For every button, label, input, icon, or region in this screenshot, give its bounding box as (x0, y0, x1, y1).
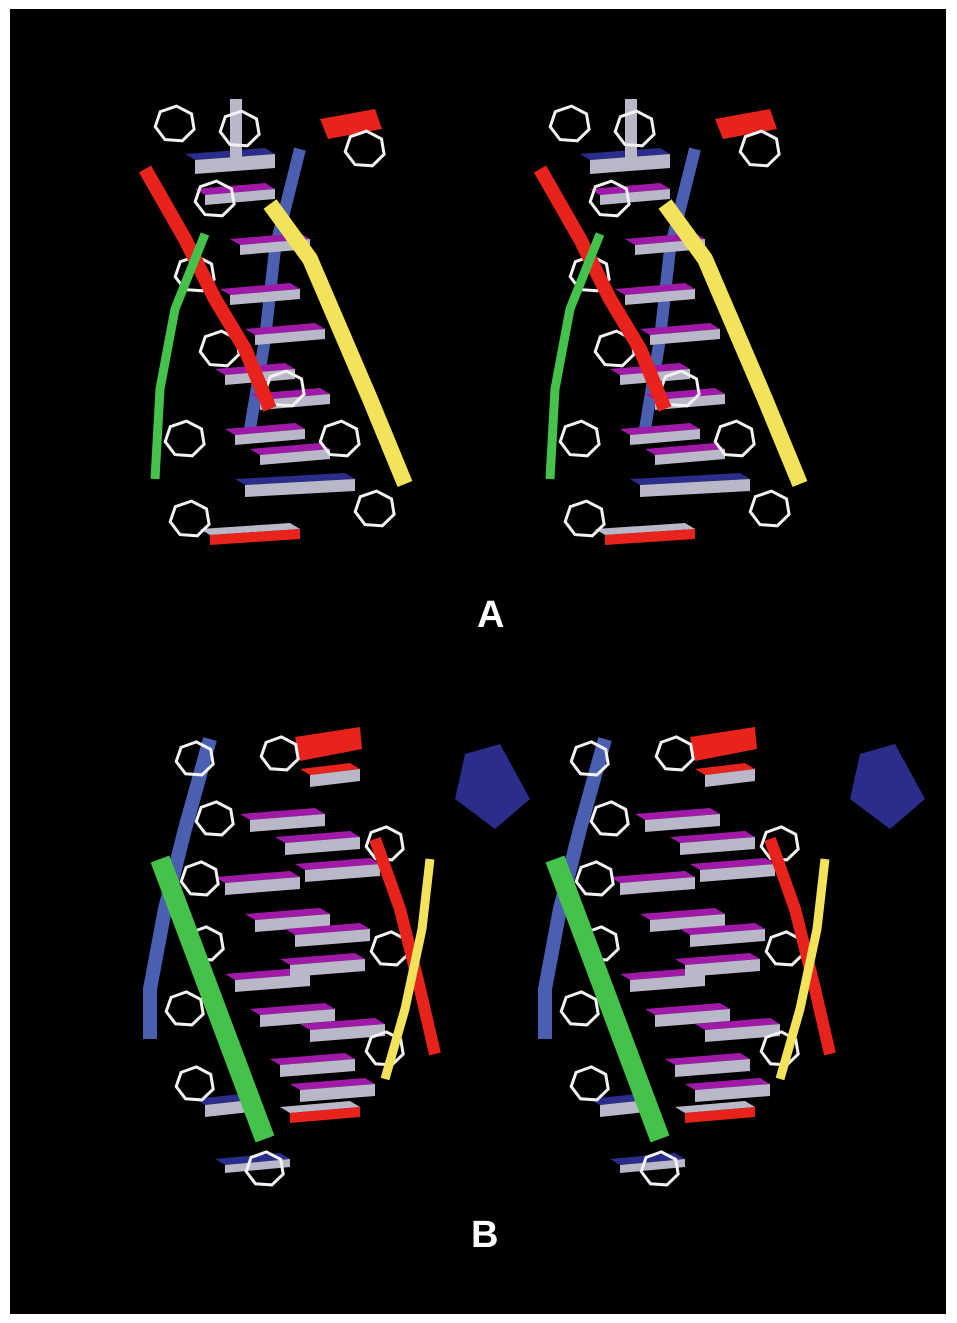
sugar-ring-1 (656, 737, 693, 770)
structure-b-right (545, 727, 925, 1185)
strand-green (160, 859, 265, 1139)
sugar-ring-2 (345, 131, 384, 166)
sugar-ring-2 (740, 131, 779, 166)
stereo-figure: A B (10, 9, 946, 1314)
sugar-ring-0 (550, 106, 589, 141)
sugar-ring-7 (165, 421, 204, 456)
sugar-ring-5 (561, 992, 598, 1025)
structure-b-left (150, 727, 530, 1185)
sugar-ring-8 (715, 421, 754, 456)
sugar-ring-0 (155, 106, 194, 141)
vertical-plate (230, 99, 242, 169)
sugar-ring-3 (576, 862, 613, 895)
red-cap (690, 727, 757, 761)
sugar-ring-6 (176, 1067, 213, 1100)
sugar-ring-2 (196, 802, 233, 835)
sugar-ring-1 (261, 737, 298, 770)
sugar-ring-9 (355, 491, 394, 526)
navy-block (455, 744, 530, 829)
panel-label-b: B (471, 1216, 498, 1254)
molecular-stereo-render (10, 9, 946, 1314)
sugar-ring-7 (560, 421, 599, 456)
vertical-plate (625, 99, 637, 169)
strand-green (555, 859, 660, 1139)
structure-a-left (145, 99, 405, 545)
structure-a-right (540, 99, 800, 545)
navy-block (850, 744, 925, 829)
sugar-ring-9 (750, 491, 789, 526)
sugar-ring-10 (565, 501, 604, 536)
red-cap (295, 727, 362, 761)
sugar-ring-10 (170, 501, 209, 536)
sugar-ring-6 (571, 1067, 608, 1100)
sugar-ring-2 (591, 802, 628, 835)
panel-label-a: A (477, 596, 504, 634)
sugar-ring-8 (320, 421, 359, 456)
sugar-ring-3 (181, 862, 218, 895)
sugar-ring-5 (166, 992, 203, 1025)
